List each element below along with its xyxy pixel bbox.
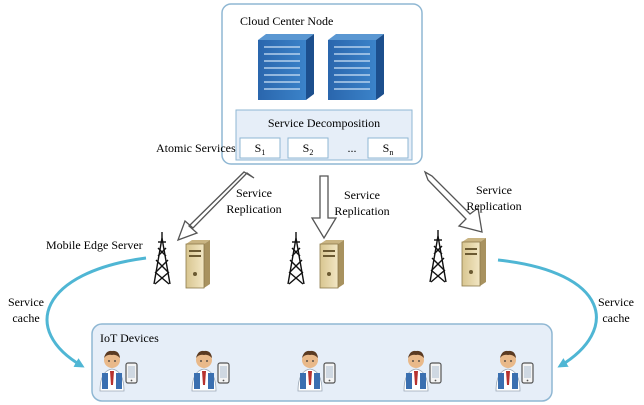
svg-text:Replication: Replication <box>334 204 389 218</box>
replication-label-right: Service Replication <box>466 183 521 213</box>
cloud-title: Cloud Center Node <box>240 14 333 28</box>
service-decomposition-label: Service Decomposition <box>268 116 380 130</box>
user-icon <box>297 350 323 392</box>
service-box <box>239 137 281 159</box>
service-cache-arrow-left <box>45 256 147 368</box>
service-label: S2 <box>303 141 314 157</box>
svg-text:cache: cache <box>12 311 39 325</box>
server-rack-icon <box>258 34 314 100</box>
service-label: Sn <box>383 141 394 157</box>
service-box <box>367 137 409 159</box>
edge-server-icon <box>185 240 210 289</box>
edge-node <box>287 232 344 289</box>
user-icon <box>191 350 217 392</box>
antenna-tower-icon <box>287 232 305 285</box>
user-icon <box>99 350 125 392</box>
replication-label-left: Service Replication <box>226 186 281 216</box>
antenna-tower-icon <box>153 232 171 285</box>
atomic-service-list: S1 S2 ... Sn <box>239 137 409 159</box>
user-icon <box>495 350 521 392</box>
atomic-services-label: Atomic Services <box>156 141 236 155</box>
mobile-phone-icon <box>521 362 534 384</box>
svg-text:Service: Service <box>236 186 272 200</box>
mobile-edge-server-label: Mobile Edge Server <box>46 238 143 252</box>
iot-device <box>495 350 534 392</box>
svg-text:Replication: Replication <box>466 199 521 213</box>
replication-arrow-center <box>310 175 338 240</box>
mobile-phone-icon <box>323 362 336 384</box>
user-icon <box>403 350 429 392</box>
replication-label-center: Service Replication <box>334 188 389 218</box>
svg-text:Service: Service <box>8 295 44 309</box>
service-ellipsis: ... <box>348 141 357 155</box>
service-cache-label-left: Service cache <box>8 295 44 325</box>
service-label: S1 <box>255 141 266 157</box>
edge-node <box>153 232 210 289</box>
mobile-phone-icon <box>125 362 138 384</box>
iot-devices-label: IoT Devices <box>100 331 159 345</box>
cloud-center-node: Cloud Center Node <box>221 3 423 165</box>
service-cache-label-right: Service cache <box>598 295 634 325</box>
service-box <box>287 137 329 159</box>
svg-text:Replication: Replication <box>226 202 281 216</box>
edge-server-icon <box>461 238 486 287</box>
svg-text:Service: Service <box>598 295 634 309</box>
replication-arrow-right <box>423 170 483 233</box>
edge-node <box>429 230 486 287</box>
server-rack-icon <box>328 34 384 100</box>
mobile-phone-icon <box>429 362 442 384</box>
iot-device <box>99 350 138 392</box>
svg-text:cache: cache <box>602 311 629 325</box>
iot-device <box>191 350 230 392</box>
edge-server-icon <box>319 240 344 289</box>
mobile-phone-icon <box>217 362 230 384</box>
iot-device <box>403 350 442 392</box>
iot-device <box>297 350 336 392</box>
antenna-tower-icon <box>429 230 447 283</box>
svg-text:Service: Service <box>344 188 380 202</box>
service-cache-arrow-right <box>497 258 598 368</box>
replication-arrow-left <box>176 171 255 242</box>
svg-text:Service: Service <box>476 183 512 197</box>
